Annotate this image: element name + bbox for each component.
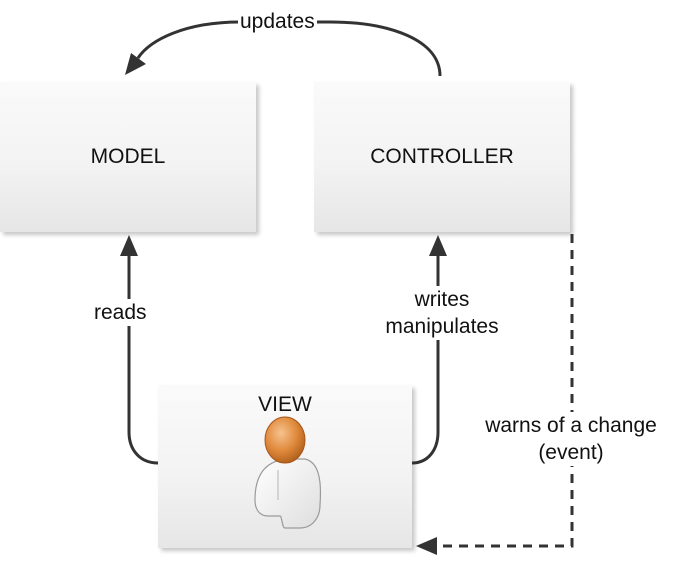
model-node: MODEL	[0, 82, 256, 232]
updates-label: updates	[238, 8, 317, 35]
writes-arrow	[411, 252, 440, 465]
writes-label-line1: writes	[414, 288, 470, 311]
warns-label-line2: (event)	[538, 441, 604, 464]
updates-arrowhead	[125, 53, 146, 75]
view-label: VIEW	[258, 393, 312, 416]
reads-arrowhead	[120, 235, 138, 256]
reads-arrow	[127, 252, 159, 465]
user-icon	[254, 416, 322, 529]
writes-label-line2: manipulates	[385, 315, 499, 338]
reads-label: reads	[94, 299, 147, 326]
warns-label-line1: warns of a change	[485, 414, 657, 437]
model-label: MODEL	[90, 145, 166, 168]
controller-label: CONTROLLER	[370, 145, 514, 168]
controller-node: CONTROLLER	[314, 82, 570, 232]
writes-arrowhead	[429, 235, 447, 256]
writes-label: writes manipulates	[370, 286, 514, 340]
warns-arrow	[436, 234, 574, 548]
warns-arrowhead	[416, 537, 437, 555]
warns-label: warns of a change (event)	[466, 412, 675, 466]
updates-arrow	[136, 20, 442, 77]
